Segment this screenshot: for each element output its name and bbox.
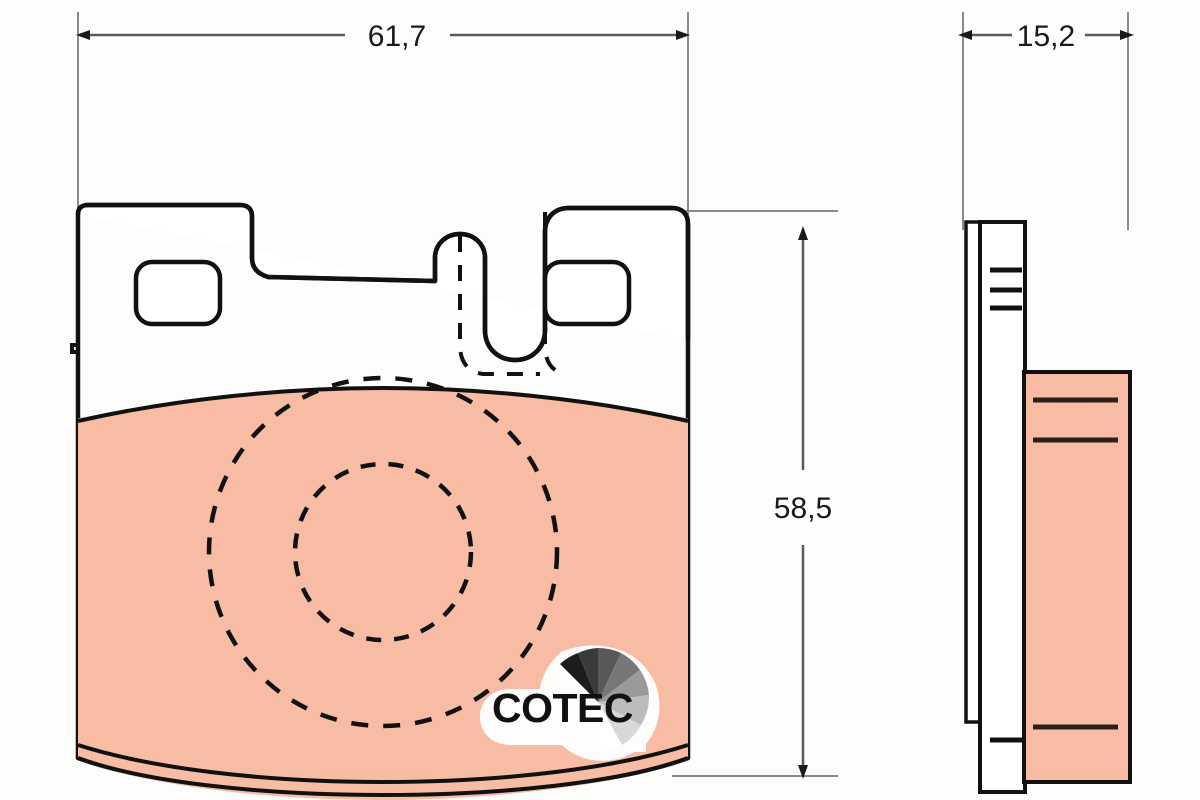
wear-indicator-outer-circle [206, 375, 560, 729]
left-edge-notch [70, 343, 78, 354]
fan-segment-3 [598, 647, 621, 702]
fan-segment-7 [598, 702, 641, 745]
wear-indicator-inner-circle [292, 461, 474, 643]
front-view: COTEC [70, 202, 691, 800]
dimension-width-group: 61,7 [76, 12, 690, 345]
mounting-hole-left [133, 259, 223, 327]
dimension-label-thickness: 15,2 [1017, 20, 1075, 53]
dimension-thickness-group: 15,2 [958, 12, 1134, 230]
fan-pointer-tail [598, 702, 622, 752]
side-view [964, 220, 1132, 794]
dimension-label-height: 58,5 [774, 492, 832, 525]
cotec-logo-text: COTEC [492, 685, 633, 731]
side-backing-plate-outer-sliver [964, 220, 982, 724]
friction-material-bottom-edge [77, 743, 689, 785]
dimension-label-width: 61,7 [368, 20, 426, 53]
fan-segment-5 [598, 670, 649, 702]
cotec-fan-gradient [560, 647, 650, 745]
cotec-logo: COTEC [480, 645, 660, 761]
side-friction-block [1022, 370, 1132, 784]
mounting-hole-right [542, 259, 632, 327]
friction-material-top-edge [77, 385, 689, 423]
dimension-height-group: 58,5 [672, 210, 838, 779]
fan-segment-2 [578, 648, 598, 702]
fan-segment-4 [598, 653, 640, 702]
backing-plate-bottom-edge [77, 756, 689, 798]
hidden-line-slot-right [543, 212, 567, 376]
fan-segment-6 [598, 695, 650, 725]
hidden-line-slot-left [458, 236, 540, 376]
fan-segment-1 [560, 653, 598, 702]
